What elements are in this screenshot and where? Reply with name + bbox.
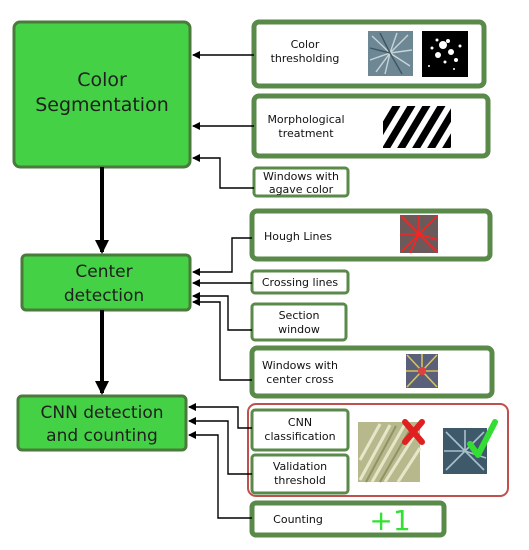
connectors — [188, 51, 254, 519]
hough-lines-box: Hough Lines — [249, 208, 493, 262]
validation-threshold-line2: threshold — [274, 474, 326, 487]
color-thresholding-line1: Color — [291, 38, 320, 51]
cnn-classification-line2: classification — [264, 430, 335, 443]
center-detection-block: Center detection — [20, 253, 192, 312]
counter-increment: +1 — [369, 504, 410, 537]
validation-threshold-line1: Validation — [273, 460, 327, 473]
connector-windows-agave — [192, 154, 254, 189]
connector-cnn-classification — [188, 403, 252, 429]
color-segmentation-block: Color Segmentation — [12, 20, 192, 169]
color-thresholding-line2: thresholding — [271, 52, 340, 65]
stripes-pattern-icon — [383, 106, 451, 148]
cnn-detection-block: CNN detection and counting — [16, 394, 188, 452]
morphological-treatment-box: Morphological treatment — [251, 93, 491, 159]
agave-photo-icon — [368, 31, 413, 76]
cnn-classification-box: CNN classification — [250, 408, 350, 452]
hough-lines-photo-icon — [400, 215, 439, 254]
connector-counting — [188, 431, 252, 519]
windows-agave-color-line1: Windows with — [263, 170, 339, 183]
color-segmentation-line2: Segmentation — [35, 94, 169, 116]
connector-validation-threshold — [188, 417, 252, 475]
morphological-treatment-line1: Morphological — [267, 113, 344, 126]
windows-center-cross-line1: Windows with — [262, 359, 338, 372]
cross-mark-icon — [402, 419, 425, 445]
section-window-box: Section window — [250, 302, 348, 342]
hough-lines-label: Hough Lines — [264, 230, 332, 243]
section-window-line2: window — [278, 323, 320, 336]
connector-section-window — [192, 292, 252, 331]
connector-hough-lines — [192, 237, 252, 276]
windows-center-cross-line2: center cross — [266, 373, 334, 386]
windows-agave-color-line2: agave color — [269, 183, 334, 196]
center-cross-photo-icon — [406, 354, 438, 388]
cnn-substeps-group — [247, 403, 509, 497]
cnn-detection-line2: and counting — [46, 426, 158, 446]
validation-threshold-box: Validation threshold — [250, 453, 350, 495]
connector-windows-center-cross — [192, 298, 252, 381]
cnn-detection-line1: CNN detection — [41, 403, 164, 423]
center-detection-line2: detection — [64, 286, 144, 306]
morphological-treatment-line2: treatment — [278, 127, 334, 140]
crossing-lines-label: Crossing lines — [262, 276, 339, 289]
counting-box: Counting +1 — [249, 500, 447, 538]
counting-label: Counting — [273, 513, 323, 526]
windows-agave-color-box: Windows with agave color — [252, 166, 350, 198]
crossing-lines-box: Crossing lines — [250, 269, 350, 295]
center-detection-line1: Center — [75, 262, 132, 282]
color-segmentation-line1: Color — [77, 69, 127, 91]
section-window-line1: Section — [279, 309, 320, 322]
cnn-classification-line1: CNN — [288, 416, 312, 429]
check-mark-icon — [467, 419, 498, 458]
binary-mask-icon — [422, 31, 468, 77]
color-thresholding-box: Color thresholding — [251, 19, 487, 89]
windows-center-cross-box: Windows with center cross — [249, 345, 495, 399]
